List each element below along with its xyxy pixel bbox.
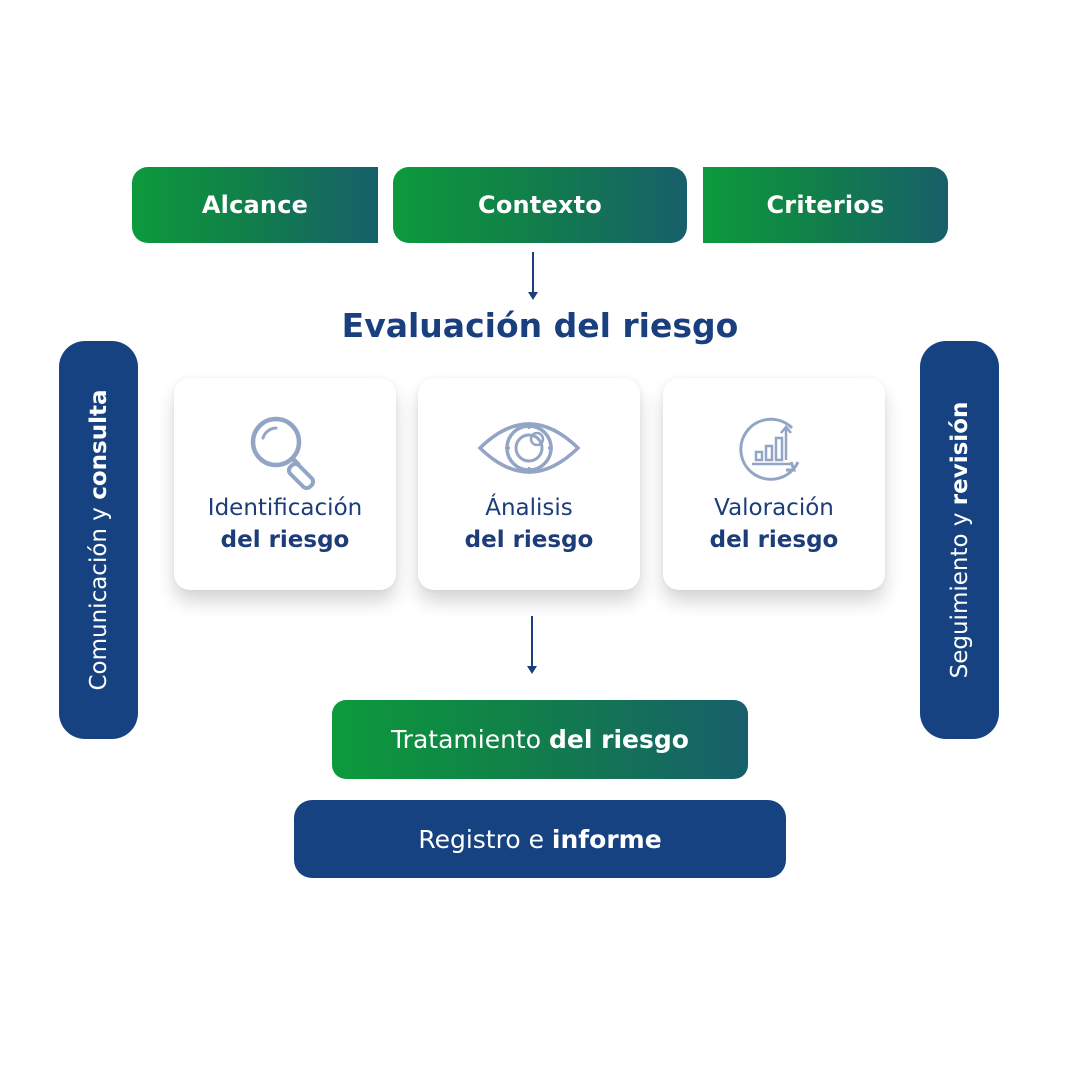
treatment-box: Tratamiento del riesgo (332, 700, 748, 779)
valuation-line1: Valoración (714, 495, 834, 521)
treatment-bold: del riesgo (548, 725, 689, 754)
identification-line2: del riesgo (220, 527, 350, 553)
record-normal: Registro e (418, 824, 544, 854)
monitoring-review-pill: Seguimiento y revisión (920, 341, 999, 739)
criterios-box: Criterios (703, 167, 948, 243)
analysis-line1: Ánalisis (485, 495, 573, 521)
evaluation-title: Evaluación del riesgo (341, 306, 739, 345)
communication-consultation-pill: Comunicación y consulta (59, 341, 138, 739)
identification-card: Identificación del riesgo (174, 378, 396, 590)
contexto-label: Contexto (478, 191, 602, 219)
arrow-down-middle (527, 616, 537, 674)
magnifier-icon (174, 412, 396, 492)
treatment-normal: Tratamiento (391, 725, 542, 754)
criterios-label: Criterios (766, 191, 885, 219)
valuation-line2: del riesgo (709, 527, 839, 553)
valuation-card: Valoración del riesgo (663, 378, 885, 590)
record-box: Registro e informe (294, 800, 786, 878)
analysis-card: Ánalisis del riesgo (418, 378, 640, 590)
chart-cycle-icon (663, 412, 885, 492)
contexto-box: Contexto (393, 167, 687, 243)
record-bold: informe (551, 824, 662, 854)
identification-line1: Identificación (207, 495, 363, 521)
communication-consultation-label: Comunicación y consulta (86, 389, 112, 690)
analysis-line2: del riesgo (464, 527, 594, 553)
monitoring-review-label: Seguimiento y revisión (947, 402, 973, 679)
side-left-bold: consulta (85, 389, 112, 500)
alcance-box: Alcance (132, 167, 378, 243)
arrow-down-top (528, 252, 538, 300)
side-right-bold: revisión (946, 401, 973, 506)
alcance-label: Alcance (201, 191, 309, 219)
side-left-normal: Comunicación y (85, 499, 112, 691)
side-right-normal: Seguimiento y (946, 505, 973, 679)
eye-icon (418, 412, 640, 492)
